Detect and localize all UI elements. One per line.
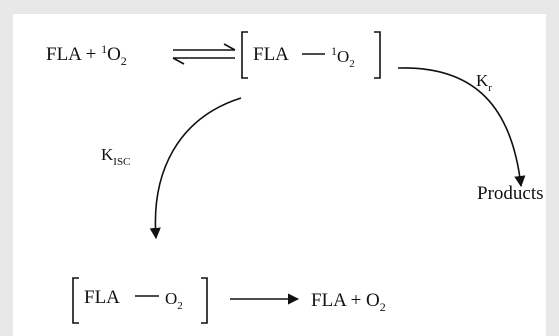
scheme-graphics xyxy=(72,31,526,324)
singlet-complex-brackets xyxy=(241,31,381,79)
kisc-curved-arrow xyxy=(149,97,242,240)
reactant-label: FLA + 1O2 xyxy=(46,42,127,68)
final-products-label: FLA + O2 xyxy=(311,290,386,314)
singlet-complex-fla: FLA xyxy=(253,44,289,65)
products-label: Products xyxy=(477,183,544,204)
singlet-complex-o2: 1O2 xyxy=(331,44,355,70)
rate-kr-label: Kr xyxy=(476,71,492,94)
rate-kisc-label: KISC xyxy=(101,145,131,168)
triplet-complex-fla: FLA xyxy=(84,287,120,308)
kr-curved-arrow xyxy=(397,67,526,188)
triplet-complex-brackets xyxy=(72,277,208,324)
scheme-canvas: FLA + 1O2 FLA 1O2 Kr KISC Products FLA O… xyxy=(13,14,546,336)
equilibrium-arrow xyxy=(172,43,236,65)
triplet-complex-o2: O2 xyxy=(165,289,183,312)
